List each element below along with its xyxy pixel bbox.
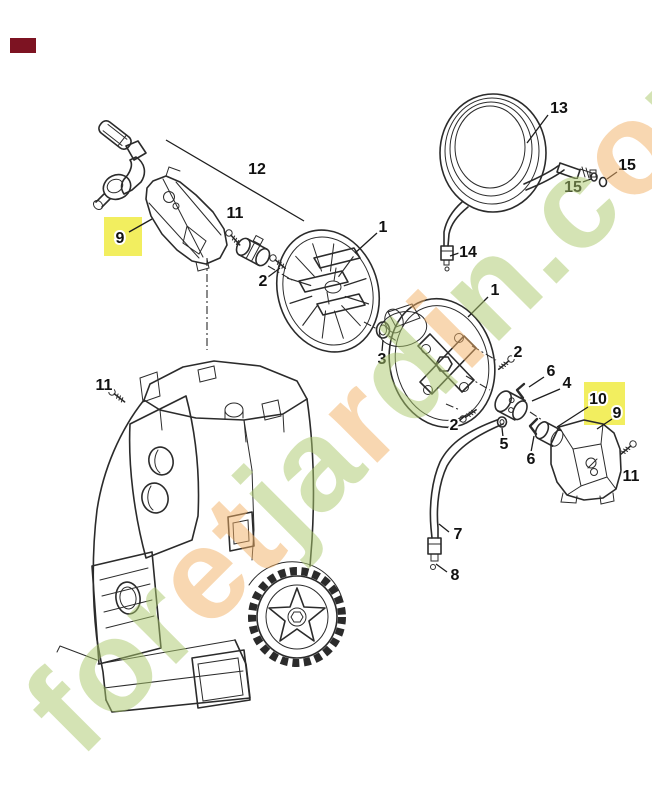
coupler-drawing xyxy=(235,234,271,267)
callout-10: 10 xyxy=(589,391,607,408)
coiled-hose-13-drawing xyxy=(439,93,597,272)
callout-2-mid: 2 xyxy=(514,344,523,361)
callout-15-left: 15 xyxy=(564,179,582,196)
screw-11-top xyxy=(225,229,241,246)
hub-4-drawing xyxy=(494,390,528,421)
screw-2-mid xyxy=(497,355,515,371)
wheel-drawing xyxy=(248,567,346,667)
callout-9-right: 9 xyxy=(613,405,622,422)
highlight-box-right xyxy=(584,382,625,425)
leader-lines xyxy=(128,114,618,573)
callout-5: 5 xyxy=(500,436,509,453)
callout-6-bottom: 6 xyxy=(527,451,536,468)
callout-11-left: 11 xyxy=(96,377,113,394)
hose-reel-1-drawing xyxy=(275,229,381,353)
screw-11-left xyxy=(108,388,126,403)
callout-3: 3 xyxy=(378,351,387,368)
bracket-right-drawing xyxy=(550,419,622,505)
callout-9-left: 9 xyxy=(116,230,125,247)
highlight-box-left xyxy=(104,217,142,256)
clip-6-bottom-drawing xyxy=(528,417,539,436)
hose-reel-2-drawing xyxy=(378,297,496,429)
callout-14: 14 xyxy=(459,244,477,261)
corner-mark xyxy=(10,38,36,53)
o-rings-15-drawing xyxy=(590,172,608,188)
hose-7-drawing xyxy=(427,419,504,570)
callout-7: 7 xyxy=(454,526,463,543)
axis-line-1 xyxy=(267,265,399,343)
callout-11-right: 11 xyxy=(623,468,640,485)
callout-6-top: 6 xyxy=(547,363,556,380)
callout-8: 8 xyxy=(451,567,460,584)
callout-12: 12 xyxy=(248,161,266,178)
clip-6-top-drawing xyxy=(515,382,526,400)
bracket-left-drawing xyxy=(145,166,228,272)
callout-2-top: 2 xyxy=(259,273,268,290)
callout-13: 13 xyxy=(550,100,568,117)
callout-1-reel1: 1 xyxy=(379,219,388,236)
callout-1-reel2: 1 xyxy=(491,282,500,299)
tip-8-drawing xyxy=(430,564,436,570)
crank-handle-drawing xyxy=(92,120,147,211)
axis-line-2 xyxy=(445,345,543,421)
screw-11-right xyxy=(619,440,637,456)
callout-15-right: 15 xyxy=(618,157,636,174)
callout-2-low: 2 xyxy=(450,417,459,434)
callout-11-top: 11 xyxy=(227,205,244,222)
pressure-washer-machine-drawing xyxy=(56,360,346,713)
callout-4: 4 xyxy=(563,375,572,392)
